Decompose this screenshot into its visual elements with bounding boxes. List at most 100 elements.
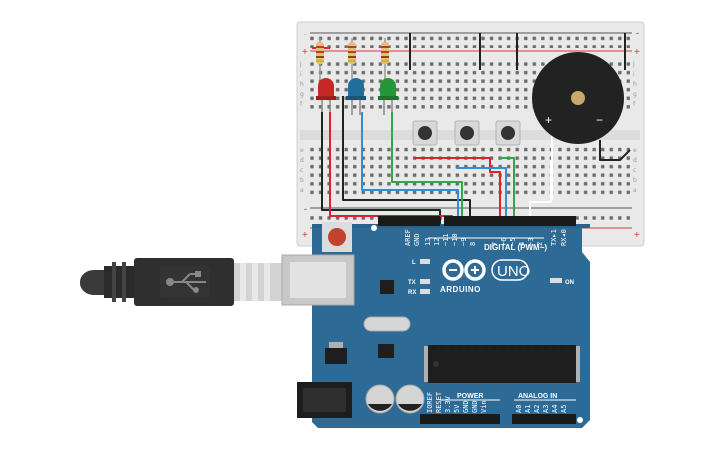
led-tx-label: TX — [408, 280, 416, 286]
svg-text:A4: A4 — [551, 405, 559, 413]
svg-text:A1: A1 — [524, 405, 532, 413]
svg-text:a: a — [300, 187, 304, 194]
svg-text:~10: ~10 — [451, 233, 459, 246]
resistor-1[interactable] — [316, 38, 324, 80]
atmega-chip — [428, 345, 576, 383]
svg-text:A2: A2 — [533, 405, 541, 413]
led-l-label: L — [412, 260, 416, 266]
resistor-2[interactable] — [348, 38, 356, 80]
power-label: POWER — [457, 393, 483, 400]
svg-text:~6: ~6 — [500, 238, 508, 246]
led-red[interactable] — [316, 78, 336, 115]
svg-text:Vin: Vin — [480, 400, 488, 413]
led-rx-label: RX — [408, 290, 416, 296]
arduino-logo-icon — [442, 259, 486, 281]
svg-text:GND: GND — [471, 400, 479, 413]
svg-text:d: d — [300, 157, 304, 164]
svg-text:13: 13 — [424, 238, 432, 246]
crystal-oscillator — [363, 316, 411, 332]
svg-text:f: f — [300, 101, 303, 108]
brand-label: ARDUINO — [440, 285, 481, 294]
svg-text:A3: A3 — [542, 405, 550, 413]
power-header[interactable] — [420, 414, 500, 424]
pushbutton-2[interactable] — [454, 120, 480, 146]
svg-text:b: b — [633, 177, 637, 184]
svg-text:4: 4 — [518, 242, 526, 246]
model-label: UNO — [497, 263, 530, 280]
power-pin-labels: IOREF RESET 3.3V 5V GND GND Vin — [426, 391, 488, 413]
svg-text:~5: ~5 — [509, 238, 517, 246]
rail-plus-top: + — [302, 47, 308, 58]
svg-text:j: j — [632, 61, 635, 68]
small-component — [378, 344, 394, 358]
analog-in-label: ANALOG IN — [518, 393, 557, 400]
svg-text:GND: GND — [462, 400, 470, 413]
svg-text:2: 2 — [536, 242, 544, 246]
svg-text:8: 8 — [469, 242, 477, 246]
svg-text:~9: ~9 — [460, 238, 468, 246]
led-blue[interactable] — [346, 78, 366, 115]
svg-text:A5: A5 — [560, 405, 568, 413]
pushbutton-1[interactable] — [412, 120, 438, 146]
capacitor-2 — [395, 384, 425, 414]
rail-plus-bottom-right: + — [634, 230, 640, 241]
svg-text:A0: A0 — [515, 405, 523, 413]
pushbutton-3[interactable] — [495, 120, 521, 146]
voltage-regulator — [325, 348, 347, 364]
svg-text:RESET: RESET — [435, 391, 443, 413]
led-tx — [420, 279, 430, 284]
mounting-hole — [371, 225, 377, 231]
svg-text:c: c — [300, 167, 303, 174]
usb-cable[interactable] — [79, 258, 282, 306]
rail-plus-bottom: + — [302, 230, 308, 241]
svg-text:3.3V: 3.3V — [444, 395, 452, 413]
buzzer-minus-label: − — [596, 113, 603, 127]
analog-header[interactable] — [512, 414, 576, 424]
led-rx — [420, 289, 430, 294]
svg-text:i: i — [633, 71, 635, 78]
digital-pwm-label: DIGITAL (PWM~) — [484, 243, 547, 252]
digital-pin-labels: AREF GND 13 12 ~11 ~10 ~9 8 7 ~6 ~5 4 ~3… — [404, 229, 568, 246]
svg-text:f: f — [633, 101, 636, 108]
svg-text:e: e — [300, 147, 304, 154]
buzzer-plus-label: + — [545, 113, 552, 127]
svg-text:h: h — [300, 81, 304, 88]
svg-text:g: g — [633, 91, 637, 98]
svg-text:~3: ~3 — [527, 238, 535, 246]
power-jack[interactable] — [297, 382, 352, 418]
svg-text:TX▸1: TX▸1 — [550, 229, 558, 246]
svg-text:i: i — [300, 71, 302, 78]
row-letters-bottom: e d c b a e d c b a — [300, 147, 637, 194]
capacitor-1 — [365, 384, 395, 414]
reset-button[interactable] — [322, 222, 352, 252]
small-ic — [380, 280, 394, 294]
svg-text:AREF: AREF — [404, 229, 412, 246]
digital-header[interactable] — [378, 216, 576, 226]
svg-text:c: c — [633, 167, 636, 174]
svg-text:7: 7 — [491, 242, 499, 246]
svg-text:GND: GND — [413, 233, 421, 246]
svg-text:IOREF: IOREF — [426, 392, 434, 413]
rail-minus-top: - — [304, 31, 306, 38]
analog-pin-labels: A0 A1 A2 A3 A4 A5 — [515, 405, 568, 413]
svg-text:12: 12 — [433, 238, 441, 246]
svg-text:5V: 5V — [453, 404, 461, 413]
resistor-3[interactable] — [381, 38, 389, 80]
led-on — [550, 278, 562, 283]
mounting-hole — [577, 417, 583, 423]
arduino-uno-board[interactable]: AREF GND 13 12 ~11 ~10 ~9 8 7 ~6 ~5 4 ~3… — [281, 216, 590, 428]
rail-minus-bottom: - — [304, 204, 307, 214]
led-on-label: ON — [565, 280, 574, 286]
svg-text:~11: ~11 — [442, 233, 450, 246]
led-l — [420, 259, 430, 264]
svg-text:RX◂0: RX◂0 — [560, 229, 568, 246]
svg-text:d: d — [633, 157, 637, 164]
rail-minus-top-right: - — [636, 28, 639, 38]
row-letters-top: j i h g f j i h g f — [299, 61, 637, 108]
svg-text:b: b — [300, 177, 304, 184]
rail-plus-top-right: + — [634, 47, 640, 58]
svg-text:a: a — [633, 187, 637, 194]
svg-text:h: h — [633, 81, 637, 88]
led-green[interactable] — [378, 78, 398, 115]
